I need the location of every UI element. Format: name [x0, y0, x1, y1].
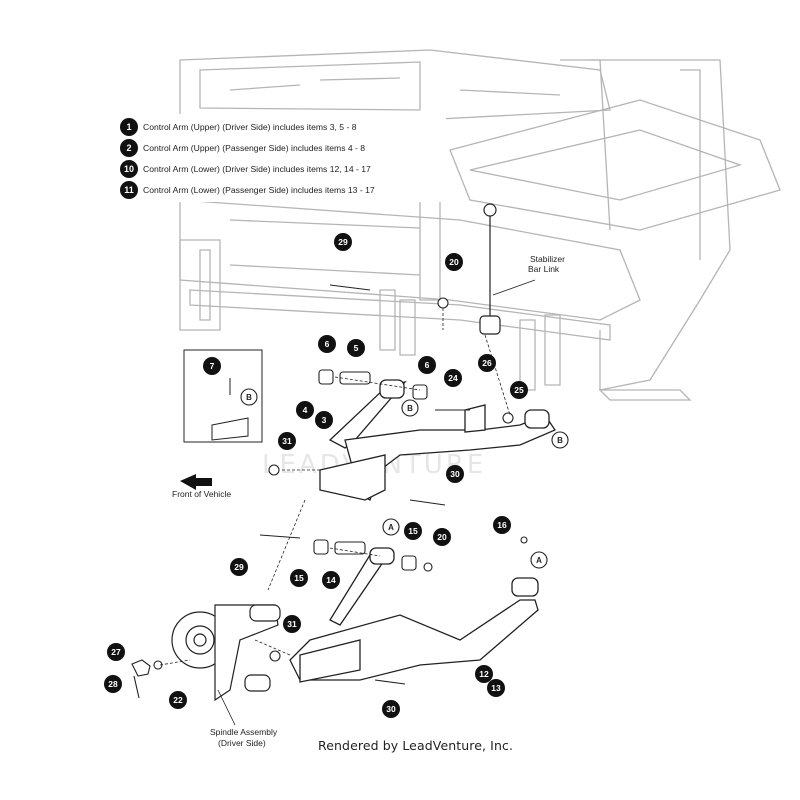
callout-number: 6 — [425, 360, 430, 370]
callout-bubble — [296, 401, 314, 419]
letter-callout-text: B — [407, 404, 413, 413]
callout-bubble — [322, 571, 340, 589]
spindle-label-1: Spindle Assembly — [210, 727, 278, 737]
callout-number: 25 — [514, 385, 524, 395]
legend-number: 2 — [120, 139, 138, 157]
callout-number: 12 — [479, 669, 489, 679]
front-of-vehicle-label: Front of Vehicle — [172, 489, 231, 499]
legend-number: 1 — [120, 118, 138, 136]
callout-group: 29 20 6 5 6 7 24 26 25 4 3 31 30 16 15 20 29 15 14 31 27 28 22… — [104, 233, 569, 718]
callout-number: 26 — [482, 358, 492, 368]
callout-number: 29 — [338, 237, 348, 247]
lower-control-arm — [289, 547, 539, 683]
callout-number: 20 — [437, 532, 447, 542]
callout-bubble — [283, 615, 301, 633]
callout-bubble — [107, 643, 125, 661]
callout-number: 20 — [449, 257, 459, 267]
callout-number: 29 — [234, 562, 244, 572]
callout-number: 15 — [408, 526, 418, 536]
callout-bubble — [478, 354, 496, 372]
callout-number: 4 — [303, 405, 308, 415]
callout-bubble — [446, 465, 464, 483]
callout-bubble — [382, 700, 400, 718]
footer-credit: Rendered by LeadVenture, Inc. — [318, 738, 514, 753]
legend-text: Control Arm (Lower) (Driver Side) includ… — [143, 164, 371, 174]
callout-number: 31 — [287, 619, 297, 629]
callout-bubble — [418, 356, 436, 374]
callout-bubble — [290, 569, 308, 587]
callout-bubble — [493, 516, 511, 534]
callout-number: 22 — [173, 695, 183, 705]
callout-number: 5 — [354, 343, 359, 353]
callout-bubble — [318, 335, 336, 353]
callout-bubble — [169, 691, 187, 709]
callout-bubble — [433, 528, 451, 546]
letter-callout — [382, 518, 400, 536]
stabilizer-label-1: Stabilizer — [530, 254, 565, 264]
callout-bubble — [203, 357, 221, 375]
spindle-label-2: (Driver Side) — [218, 738, 266, 748]
callout-bubble — [487, 679, 505, 697]
leader-lines — [159, 308, 511, 666]
spindle-assembly — [171, 604, 281, 702]
letter-callout — [240, 388, 258, 406]
legend-number: 10 — [120, 160, 138, 178]
callout-number: 13 — [491, 683, 501, 693]
callout-bubble — [315, 411, 333, 429]
legend-row: 10 Control Arm (Lower) (Driver Side) inc… — [120, 160, 371, 178]
callout-bubble — [444, 369, 462, 387]
callout-bubble — [475, 665, 493, 683]
letter-callout-text: A — [536, 556, 542, 565]
letter-callout — [551, 431, 569, 449]
callout-number: 31 — [282, 436, 292, 446]
letter-callout-text: B — [246, 393, 252, 402]
callout-bubble — [104, 675, 122, 693]
stabilizer-bar-link — [479, 203, 501, 335]
letter-callout — [401, 399, 419, 417]
front-arrow-icon — [180, 474, 212, 490]
callout-number: 14 — [326, 575, 336, 585]
callout-bubble — [230, 558, 248, 576]
callout-number: 27 — [111, 647, 121, 657]
legend-text: Control Arm (Lower) (Passenger Side) inc… — [143, 185, 375, 195]
legend-text: Control Arm (Upper) (Passenger Side) inc… — [143, 143, 366, 153]
letter-callout-text: B — [557, 436, 563, 445]
parts-legend: 1 Control Arm (Upper) (Driver Side) incl… — [116, 114, 446, 202]
legend-row: 11 Control Arm (Lower) (Passenger Side) … — [120, 181, 375, 199]
callout-number: 30 — [386, 704, 396, 714]
callout-number: 7 — [210, 361, 215, 371]
callout-number: 15 — [294, 573, 304, 583]
legend-row: 2 Control Arm (Upper) (Passenger Side) i… — [120, 139, 365, 157]
letter-callout-text: A — [388, 523, 394, 532]
legend-text: Control Arm (Upper) (Driver Side) includ… — [143, 122, 357, 132]
callout-bubble — [334, 233, 352, 251]
callout-bubble — [445, 253, 463, 271]
letter-callout — [530, 551, 548, 569]
callout-bubble — [510, 381, 528, 399]
callout-number: 16 — [497, 520, 507, 530]
stabilizer-label-2: Bar Link — [528, 264, 560, 274]
vehicle-frame — [179, 49, 781, 401]
legend-number: 11 — [120, 181, 138, 199]
upper-control-arm — [319, 379, 556, 501]
legend-row: 1 Control Arm (Upper) (Driver Side) incl… — [120, 118, 356, 136]
callout-number: 6 — [325, 339, 330, 349]
callout-number: 28 — [108, 679, 118, 689]
callout-bubble — [278, 432, 296, 450]
inset-box — [183, 349, 263, 443]
callout-number: 3 — [322, 415, 327, 425]
callout-bubble — [347, 339, 365, 357]
callout-number: 30 — [450, 469, 460, 479]
callout-number: 24 — [448, 373, 458, 383]
callout-bubble — [404, 522, 422, 540]
